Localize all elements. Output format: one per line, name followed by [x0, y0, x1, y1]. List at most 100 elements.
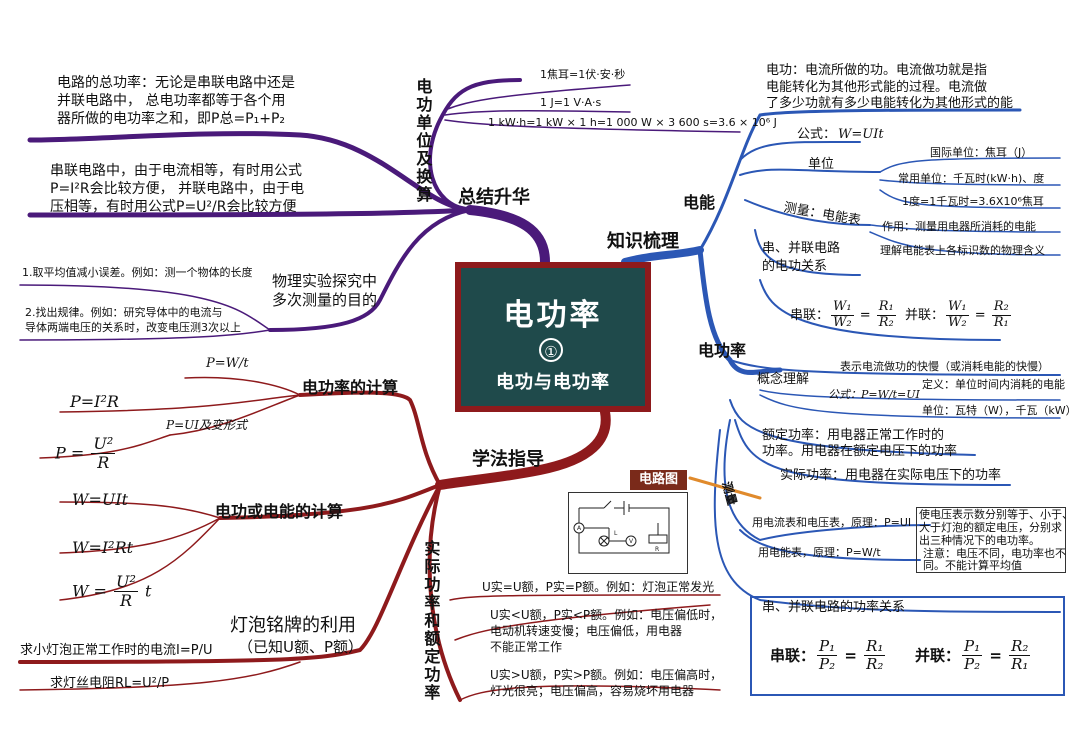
measure-method2: 用电能表，原理：P=W/t — [758, 546, 881, 559]
formula-w-u2rt-den: R — [119, 591, 132, 611]
power-series-r1: R₁ — [864, 637, 886, 657]
power-series-r2: R₂ — [866, 655, 884, 674]
formula-p-ui: P=UI及变形式 — [166, 418, 247, 432]
power-series-label: 串联： — [770, 646, 816, 665]
actual-case2-line2: 电动机转速变慢；电压偏低，用电器 — [490, 624, 683, 638]
work-parallel-w1: W₁ — [946, 299, 969, 316]
measure-note-line5: 同。不能计算平均值 — [923, 559, 1022, 572]
total-power-line3: 器所做的电功率之和，即P总=P₁+P₂ — [57, 111, 286, 127]
actual-case1: U实=U额，P实=P额。例如：灯泡正常发光 — [482, 580, 715, 594]
experiment-title-line1: 物理实验探究中 — [272, 272, 378, 290]
meter-understand: 理解电能表上各标识数的物理含义 — [880, 244, 1045, 257]
measure-note-line1: 使电压表示数分别等于、小于、 — [919, 508, 1073, 521]
rated-power-line1: 额定功率：用电器正常工作时的 — [762, 428, 945, 443]
experiment-item2-line1: 2.找出规律。例如：研究导体中的电流与 — [25, 306, 223, 319]
formula-p-wt: P=W/t — [206, 356, 249, 371]
actual-rated-title: 实际功率和额定功率 — [421, 540, 441, 702]
actual-case2-line1: U实<U额，P实<P额。例如：电压偏低时， — [490, 608, 723, 622]
power-parallel-p2: P₂ — [964, 655, 981, 674]
nameplate-title-line1: 灯泡铭牌的利用 — [230, 615, 356, 636]
measure-note-line3: 出三种情况下的电功率。 — [919, 534, 1040, 547]
total-power-line2: 并联电路中， 总电功率都等于各个用 — [57, 93, 286, 109]
measure-method1: 用电流表和电压表，原理：P=UI — [752, 516, 912, 529]
power-ratio-title: 串、并联电路的功率关系 — [762, 600, 906, 615]
svg-text:R: R — [655, 546, 659, 553]
unit-conversion-1: 1焦耳=1伏·安·秒 — [540, 68, 626, 81]
work-parallel-label: 并联： — [905, 307, 945, 323]
common-unit: 常用单位：千瓦时(kW·h)、度 — [898, 172, 1045, 185]
experiment-item2-line2: 导体两端电压的关系时，改变电压测3次以上 — [25, 321, 241, 334]
concept-label: 概念理解 — [757, 372, 810, 387]
unit-conversion-3: 1 kW·h=1 kW × 1 h=1 000 W × 3 600 s=3.6 … — [488, 116, 777, 129]
formula-p-i2r: P=I²R — [70, 392, 119, 411]
units-title: 电功单位及换算 — [413, 78, 433, 204]
work-series-w1: W₁ — [831, 299, 854, 316]
formula-w-i2rt: W=I²Rt — [72, 538, 134, 557]
circuit-diagram: A V L R — [568, 492, 688, 574]
series-tip-line3: 压相等，有时用公式P=U²/R会比较方便 — [50, 199, 297, 215]
definition-line2: 电能转化为其他形式能的过程。电流做 — [766, 80, 988, 95]
concept-definition: 定义：单位时间内消耗的电能 — [922, 378, 1065, 391]
actual-case3-line1: U实>U额，P实>P额。例如：电压偏高时， — [490, 668, 723, 682]
unit-conversion: 1度=1千瓦时=3.6X10⁶焦耳 — [902, 195, 1044, 208]
work-parallel-r1: R₁ — [993, 314, 1009, 330]
svg-text:L: L — [614, 530, 618, 537]
series-tip-line1: 串联电路中，由于电流相等，有时用公式 — [50, 163, 302, 179]
formula-w-u2rt-num: U² — [114, 572, 138, 593]
concept-formula: 公式：P=W/t=UI — [828, 388, 920, 401]
svg-text:V: V — [629, 538, 634, 545]
circuit-badge: 电路图 — [630, 470, 687, 490]
intl-unit: 国际单位：焦耳（J） — [930, 146, 1033, 159]
actual-case3-line2: 灯光很亮；电压偏高，容易烧坏用电器 — [490, 684, 695, 698]
work-parallel-w2: W₂ — [948, 314, 967, 330]
concept-desc: 表示电流做功的快慢（或消耗电能的快慢） — [840, 360, 1049, 373]
branch-knowledge: 知识梳理 — [607, 231, 679, 252]
experiment-title-line2: 多次测量的目的 — [272, 291, 378, 309]
formula-w-u2rt-label: W = — [72, 581, 107, 601]
power-parallel-label: 并联： — [915, 646, 961, 665]
measure-note-line4: 注意：电压不同，电功率也不 — [923, 547, 1066, 560]
nameplate-title-line2: （已知U额、P额） — [238, 638, 364, 656]
actual-case2-line3: 不能正常工作 — [490, 640, 563, 654]
measure-note-line2: 大于灯泡的额定电压，分别求 — [919, 521, 1062, 534]
center-node: 电功率 ① 电功与电功率 — [455, 262, 651, 412]
measure-note-box: 使电压表示数分别等于、小于、 大于灯泡的额定电压，分别求 出三种情况下的电功率。… — [916, 507, 1073, 573]
experiment-item1: 1.取平均值减小误差。例如：测一个物体的长度 — [22, 266, 253, 279]
circuit-icon: A V L R — [573, 500, 670, 554]
work-calc-title: 电功或电能的计算 — [215, 502, 344, 521]
work-series-w2: W₂ — [833, 314, 852, 330]
work-relation-line1: 串、并联电路 — [762, 241, 841, 256]
power-parallel-r2: R₂ — [1009, 637, 1031, 657]
concept-unit: 单位：瓦特（W），千瓦（kW） — [922, 404, 1077, 417]
rated-power-line2: 功率。用电器在额定电压下的功率 — [762, 444, 958, 459]
power-title: 电功率 — [698, 341, 747, 360]
nameplate-current: 求小灯泡正常工作时的电流I=P/U — [20, 643, 213, 658]
power-series-p1: P₁ — [817, 637, 838, 657]
work-formula-label: 公式： — [797, 127, 837, 142]
work-series-r1: R₁ — [876, 299, 896, 316]
work-parallel-r2: R₂ — [991, 299, 1011, 316]
power-series-p2: P₂ — [819, 655, 836, 674]
center-number: ① — [539, 338, 563, 362]
power-parallel-p1: P₁ — [962, 637, 983, 657]
unit-conversion-2: 1 J=1 V·A·s — [540, 96, 602, 109]
center-title: 电功率 — [503, 298, 603, 333]
unit-label: 单位 — [808, 157, 835, 172]
work-series-label: 串联： — [790, 307, 830, 323]
formula-p-u2r-label: P = — [55, 443, 85, 463]
